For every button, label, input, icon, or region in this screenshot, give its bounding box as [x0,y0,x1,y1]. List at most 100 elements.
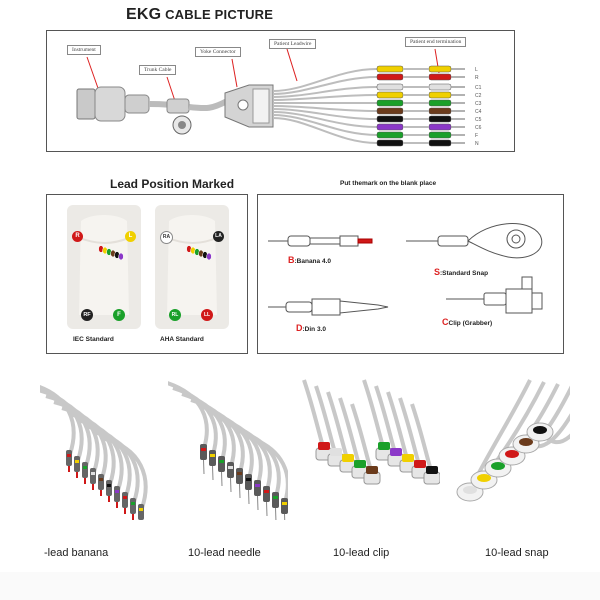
clip-color-cap [354,460,366,468]
leadwire-sleeve-n [376,139,404,147]
callout-patient-end-termination: Patient end termination [405,37,467,47]
banana-tip [124,508,126,514]
lead-termination-n [428,139,452,147]
lead-code-n: N [475,141,479,147]
needle-pin [266,501,268,517]
needle-cable [190,398,236,467]
needle-pin [248,489,250,505]
photo-strip [0,370,600,530]
din-label: D:Din 3.0 [296,323,326,333]
needle-cable [168,381,209,449]
banana-color-band [115,490,119,493]
lead-termination-l [428,65,452,73]
needle-plug [209,450,216,466]
banana-color-band [139,508,143,511]
needle-plug [263,486,270,502]
banana-plug [82,462,88,478]
chest-electrode-v6 [118,252,124,261]
needle-plug [227,462,234,478]
lead-position-title: Lead Position Marked [110,177,235,191]
chest-electrode-v6 [206,252,212,261]
needle-color-band [201,448,206,451]
banana-plug [122,492,128,508]
lead-termination-f [428,131,452,139]
banana-color-band [123,496,127,499]
aha-marker-ll: LL [201,309,213,321]
din-connector-drawing [268,298,389,316]
leadwire-l [272,68,378,92]
lead-termination-c4 [428,107,452,115]
banana-plug [106,480,112,496]
needle-cable [244,434,288,503]
leadwire-c6 [272,111,378,128]
banana-plug [130,498,136,514]
banana-plug [74,456,80,472]
leadwire-sleeve-c3 [376,99,404,107]
banana-plug [98,474,104,490]
needle-cable [172,386,218,455]
clip-color-cap [330,448,342,456]
needle-color-band [219,460,224,463]
caption-banana: -lead banana [44,547,109,559]
needle-pin [275,507,277,520]
banana-tip [68,466,70,472]
leadwire-sleeve-c4 [376,107,404,115]
iec-marker-l: L [125,231,136,242]
needle-plug [281,498,288,514]
banana-color-band [83,466,87,469]
leadwire-sleeve-c6 [376,123,404,131]
aha-caption: AHA Standard [160,336,204,343]
clip-color-cap [414,460,426,468]
aha-marker-rl: RL [169,309,181,321]
caption-needle: 10-lead needle [188,547,261,559]
lead-termination-c2 [428,91,452,99]
clip-color-cap [402,454,414,462]
lead-code-c5: C5 [475,117,482,123]
lead-termination-c3 [428,99,452,107]
leadwire-f [272,114,378,136]
banana-plug [66,450,72,466]
snap-label: S:Standard Snap [434,267,489,277]
snap-color-cap [477,474,491,482]
banana-color-band [91,472,95,475]
clip-color-cap [342,454,354,462]
lead-code-c4: C4 [475,109,482,115]
lead-termination-c5 [428,115,452,123]
lead-code-l: L [475,67,478,73]
photo-needle [168,370,288,520]
banana-label: B:Banana 4.0 [288,255,331,265]
iec-card: R L RF F [67,205,141,329]
iec-body-figure [76,215,132,315]
snap-color-cap [463,486,477,494]
callout-trunk-cable: Trunk Cable [139,65,177,75]
caption-clip: 10-lead clip [333,547,390,559]
needle-plug [236,468,243,484]
banana-cable [93,430,140,503]
iec-marker-r: R [72,231,83,242]
iec-caption: IEC Standard [73,336,114,343]
clip-color-cap [366,466,378,474]
aha-card: RA LA RL LL [155,205,229,329]
aha-body-figure [164,215,220,315]
needle-plug [200,444,207,460]
lead-termination-c6 [428,123,452,131]
lead-code-c3: C3 [475,101,482,107]
leadwire-c5 [272,108,378,120]
page-title-rest: CABLE PICTURE [165,7,274,22]
needle-plug [272,492,279,508]
clip-connector-drawing [446,276,543,314]
banana-tip [84,478,86,484]
banana-connector-drawing [268,235,373,247]
banana-color-band [99,478,103,481]
photo-clip [300,370,440,520]
needle-cable [226,422,272,491]
photo-snap [450,370,570,520]
leadwire-sleeve-c1 [376,83,404,91]
snap-color-cap [533,426,547,434]
leadwire-sleeve-f [376,131,404,139]
lead-position-panel: R L RF F RA LA RL LL IEC Standard AHA St… [46,194,248,354]
needle-color-band [228,466,233,469]
leadwire-c2 [272,94,378,101]
